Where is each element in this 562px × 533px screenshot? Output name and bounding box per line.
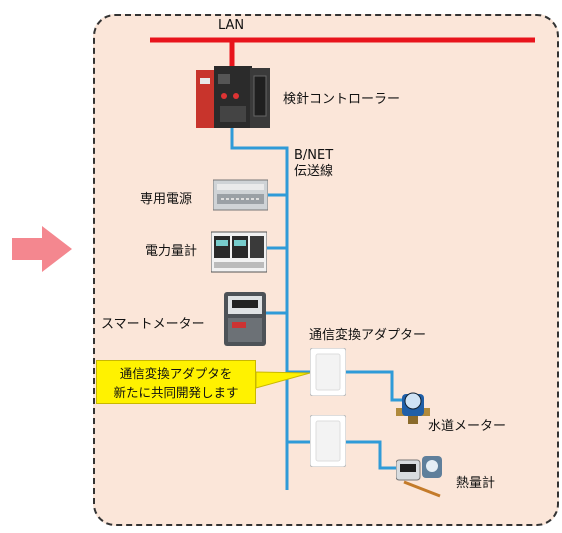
bnet-trunk-line (230, 128, 289, 490)
adapter-label: 通信変換アダプター (309, 328, 427, 343)
smart-meter-label: スマートメーター (101, 317, 205, 332)
controller-label: 検針コントローラー (283, 92, 401, 107)
bnet-label-line2: 伝送線 (294, 164, 334, 179)
water-meter-label: 水道メーター (428, 419, 507, 434)
callout-box: 通信変換アダプタを 新たに共同開発します (96, 360, 256, 404)
adapter-to-heat-meter-line (346, 440, 400, 470)
callout-line1: 通信変換アダプタを (119, 366, 233, 381)
callout-line2: 新たに共同開発します (113, 385, 239, 400)
power-supply-label: 専用電源 (140, 192, 193, 207)
adapter-device-2 (309, 414, 347, 468)
bnet-label-line1: B/NET (294, 148, 334, 163)
power-supply-device (212, 178, 269, 212)
smart-meter-device (224, 292, 266, 346)
power-meter-device (210, 228, 268, 274)
heat-meter-label: 熱量計 (456, 476, 496, 491)
pointer-arrow-icon (12, 226, 72, 272)
bnet-label: B/NET 伝送線 (294, 148, 333, 180)
system-diagram-panel (93, 14, 559, 526)
power-meter-label: 電力量計 (145, 244, 198, 259)
adapter-to-water-meter-line (346, 370, 405, 402)
water-meter-device (396, 386, 430, 426)
metering-controller-device (196, 64, 270, 130)
heat-meter-device (395, 452, 448, 498)
callout-pointer (255, 371, 311, 389)
adapter-device-1 (309, 347, 347, 397)
lan-label: LAN (218, 18, 245, 33)
